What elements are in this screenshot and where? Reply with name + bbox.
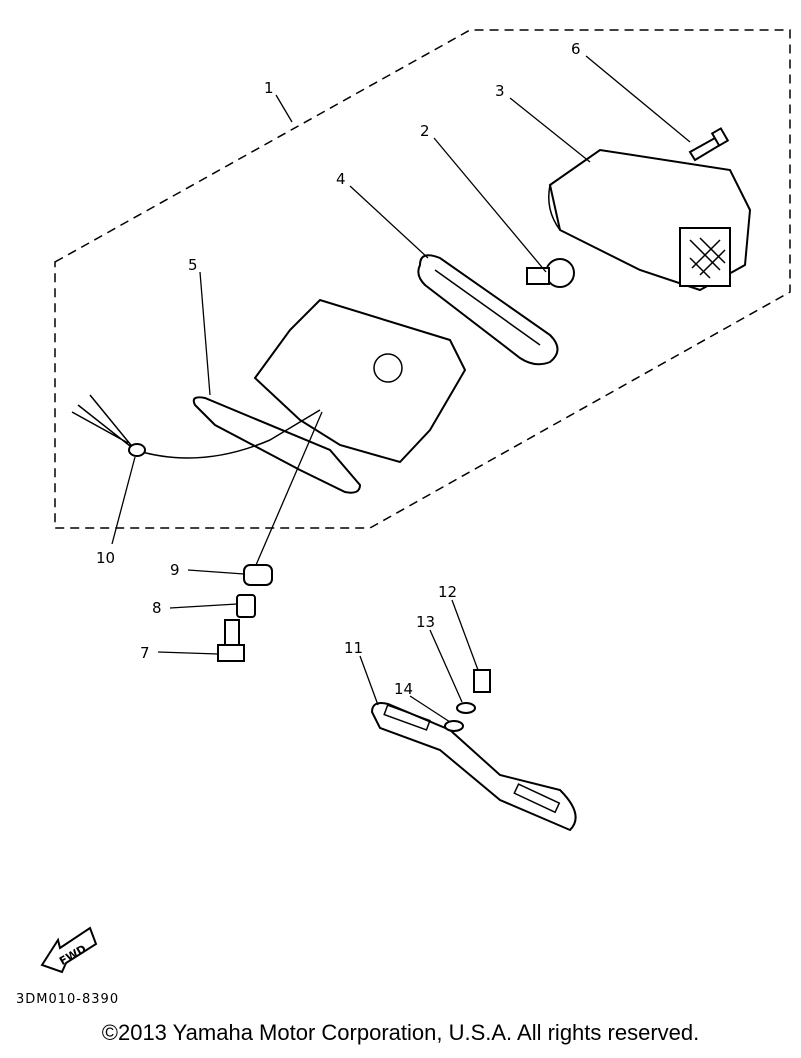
callout-1: 1 xyxy=(264,79,274,97)
diagram-code: 3DM010-8390 xyxy=(16,992,119,1007)
callout-4: 4 xyxy=(336,170,346,188)
part-gasket[interactable] xyxy=(417,254,559,366)
part-tail-light-base[interactable] xyxy=(192,298,467,494)
part-collar[interactable] xyxy=(236,594,256,618)
part-lens-housing[interactable] xyxy=(548,148,752,292)
part-grommet[interactable] xyxy=(243,564,273,586)
part-wire-harness[interactable] xyxy=(71,394,321,459)
callout-10: 10 xyxy=(96,549,115,567)
callout-3: 3 xyxy=(495,82,505,100)
callout-8: 8 xyxy=(152,599,162,617)
part-bolt-12[interactable] xyxy=(473,669,491,693)
callout-11: 11 xyxy=(344,639,363,657)
part-bolt[interactable] xyxy=(217,619,245,662)
callout-7: 7 xyxy=(140,644,150,662)
callout-9: 9 xyxy=(170,561,180,579)
callout-5: 5 xyxy=(188,256,198,274)
part-bracket[interactable] xyxy=(370,702,577,832)
part-washer-14[interactable] xyxy=(444,720,464,732)
fwd-arrow-icon: FWD xyxy=(40,926,98,974)
assembly-boundary xyxy=(54,29,791,529)
part-washer-13[interactable] xyxy=(456,702,476,714)
copyright-footer: ©2013 Yamaha Motor Corporation, U.S.A. A… xyxy=(101,1020,700,1045)
part-screw[interactable] xyxy=(688,127,730,162)
part-bulb[interactable] xyxy=(526,258,575,288)
callout-13: 13 xyxy=(416,613,435,631)
callout-12: 12 xyxy=(438,583,457,601)
callout-2: 2 xyxy=(420,122,430,140)
callout-6: 6 xyxy=(571,40,581,58)
leader-lines xyxy=(111,55,691,723)
callout-14: 14 xyxy=(394,680,413,698)
